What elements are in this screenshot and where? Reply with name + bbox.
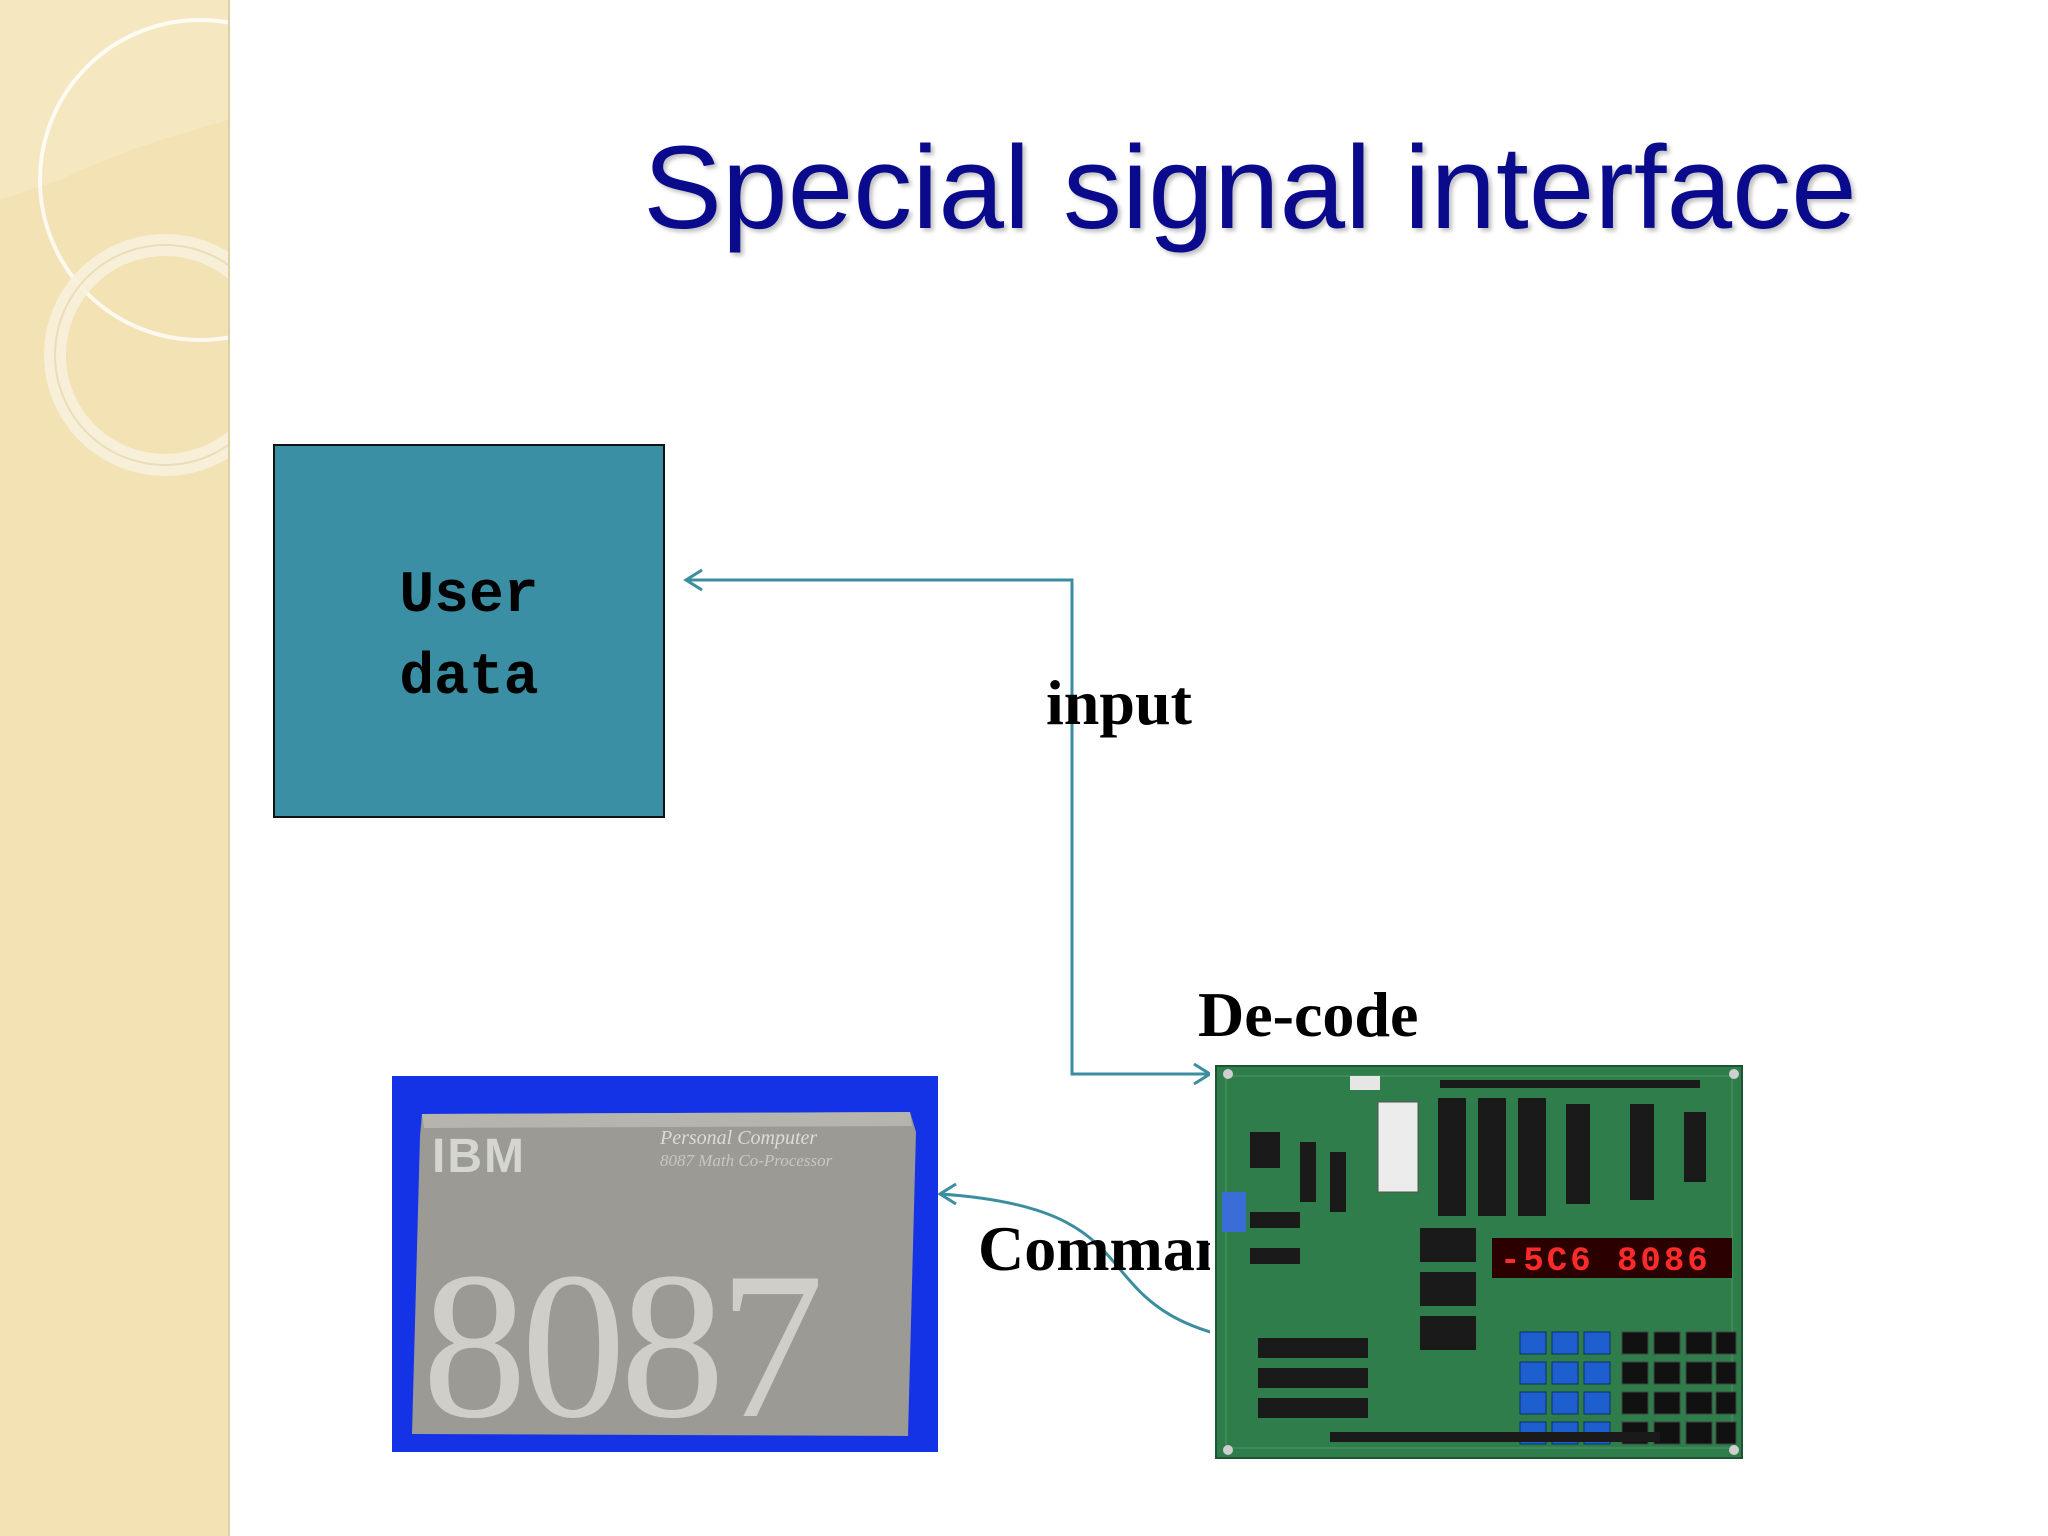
command-connector — [939, 1192, 1281, 1348]
user-data-line2: data — [399, 646, 539, 711]
input-label: input — [1046, 667, 1192, 738]
chip-number: 8087 — [422, 1230, 818, 1452]
ibm-logo: IBM — [432, 1130, 526, 1183]
ibm-8087-box-photo: IBM Personal Computer 8087 Math Co-Proce… — [392, 1076, 938, 1452]
sidebar-rings-decoration — [0, 0, 228, 476]
input-arrowhead — [683, 568, 703, 592]
chip-box-line1: Personal Computer — [659, 1127, 817, 1149]
seven-segment-display: -5C6 8086 — [1500, 1243, 1711, 1281]
user-data-box: User data — [273, 444, 665, 818]
slide-title: Special signal interface — [643, 122, 1857, 254]
command-arrowhead-left — [937, 1182, 957, 1206]
chip-box-line2: 8087 Math Co-Processor — [660, 1151, 833, 1170]
user-data-text: User data — [275, 556, 663, 720]
user-data-line1: User — [399, 564, 539, 629]
decode-label: De-code — [1198, 979, 1419, 1050]
8086-trainer-board-photo: -5C6 8086 — [1210, 1062, 1746, 1460]
decorative-sidebar — [0, 0, 230, 1536]
input-decode-connector — [686, 578, 1210, 1076]
